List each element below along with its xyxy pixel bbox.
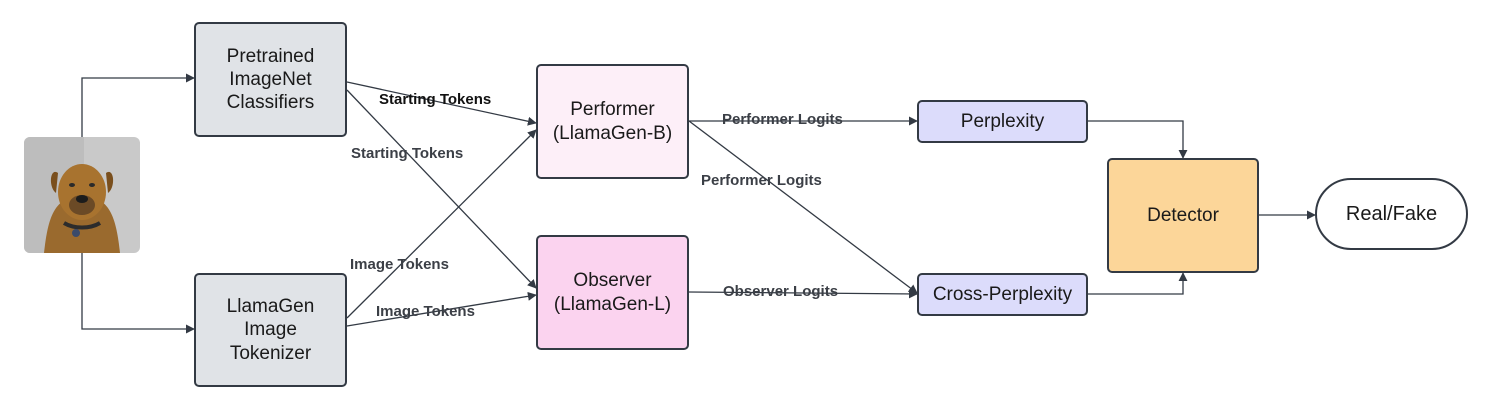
edge-perplexity-to-detector [1088,120,1188,159]
tokenizer-node: LlamaGen Image Tokenizer [194,273,347,387]
edge-label-starting-tokens-2: Starting Tokens [351,145,464,162]
edge-label-observer-logits: Observer Logits [723,283,839,300]
edge-tokenizer-to-performer [346,129,537,319]
edge-performer-to-cross-perplexity [688,120,918,294]
edge-label-starting-tokens-1: Starting Tokens [379,91,492,108]
input-image [24,137,140,253]
perplexity-node: Perplexity [917,100,1088,143]
edge-label-performer-logits-2: Performer Logits [701,172,822,189]
edge-classifiers-to-performer [346,81,537,126]
edge-tokenizer-to-observer [346,291,537,327]
classifiers-node: Pretrained ImageNet Classifiers [194,22,347,137]
cross-perplexity-node: Cross-Perplexity [917,273,1088,316]
output-node: Real/Fake [1315,178,1468,250]
edge-image-to-classifiers [81,73,195,137]
dog-photo-icon [24,137,140,253]
edge-classifiers-to-observer [346,89,537,289]
edge-label-performer-logits-1: Performer Logits [722,111,843,128]
observer-node: Observer (LlamaGen-L) [536,235,689,350]
detector-node: Detector [1107,158,1259,273]
performer-node: Performer (LlamaGen-B) [536,64,689,179]
edge-label-image-tokens-1: Image Tokens [350,256,449,273]
edge-observer-to-cross-perplexity [688,289,918,299]
edge-label-image-tokens-2: Image Tokens [376,303,475,320]
edge-image-to-tokenizer [81,253,195,334]
edge-cross-perplexity-to-detector [1088,272,1188,295]
